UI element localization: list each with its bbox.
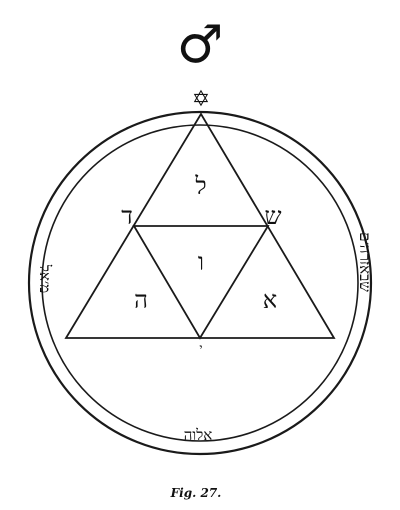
mars-symbol-icon: ♂: [177, 15, 224, 75]
triangle-letter-top: ל: [194, 172, 206, 200]
corner-letter-top-right: ש: [265, 202, 282, 230]
triangle-letter-right: א: [263, 286, 277, 314]
ring-text-left: מ׳אל: [36, 264, 54, 293]
corner-letter-bottom: י: [199, 341, 202, 355]
figure-caption: Fig. 27.: [170, 486, 222, 500]
inner-triangle: [132, 225, 270, 340]
hexagram-star-icon: ✡: [192, 87, 210, 112]
ring-text-right: שבאזרה׳ם: [356, 232, 374, 292]
inner-circle: [41, 124, 359, 442]
triangle-letter-left: ה: [134, 286, 148, 314]
triangle-letter-center: ו: [198, 248, 204, 276]
ring-text-bottom: אלוה: [184, 426, 212, 444]
outer-circle: [27, 110, 373, 456]
corner-letter-top-left: ד: [121, 202, 133, 230]
